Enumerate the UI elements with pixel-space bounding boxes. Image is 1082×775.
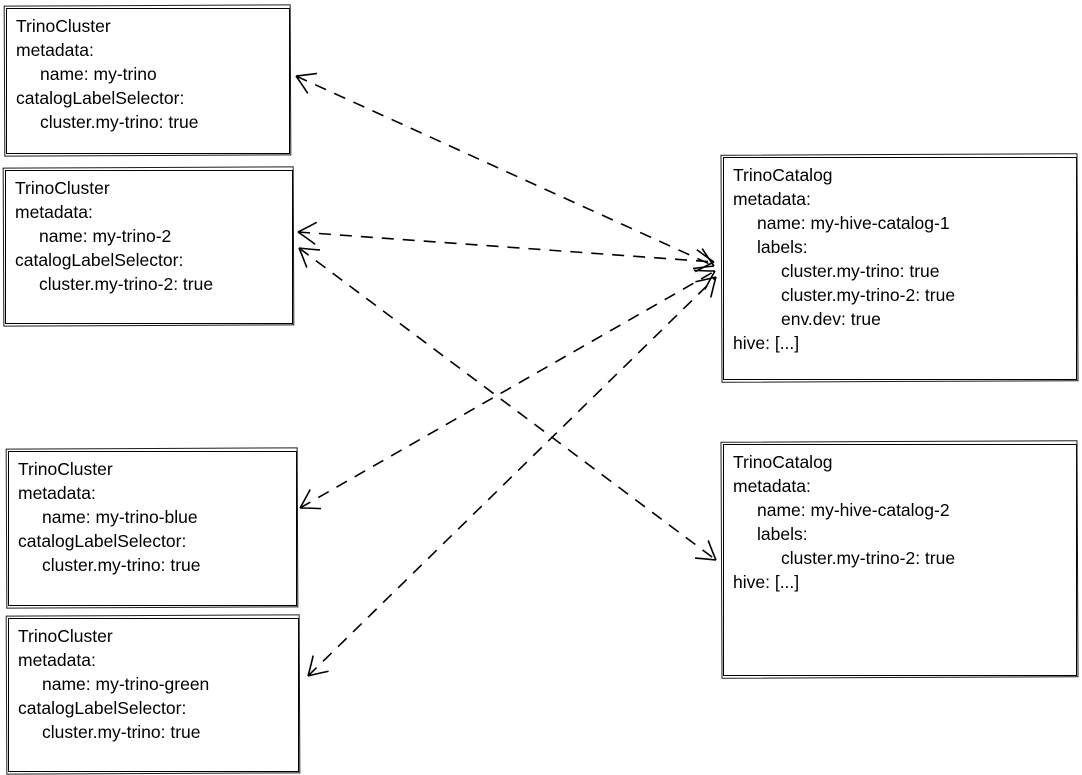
trinocluster-my-trino-blue-node: TrinoCluster metadata: name: my-trino-bl… (8, 451, 297, 606)
node-line: metadata: (15, 202, 93, 222)
node-kind-label: TrinoCluster (18, 459, 113, 479)
edge-my-trino-blue-to-catalog-1 (299, 269, 716, 510)
node-line: cluster.my-trino-2: true (39, 274, 214, 294)
node-line: name: my-trino-2 (39, 226, 172, 246)
node-line: catalogLabelSelector: (18, 531, 187, 551)
node-line: catalogLabelSelector: (15, 250, 184, 270)
node-line: metadata: (16, 40, 94, 60)
node-kind-label: TrinoCatalog (733, 165, 833, 185)
node-line: metadata: (733, 189, 811, 209)
node-line: cluster.my-trino: true (42, 555, 201, 575)
node-line: metadata: (733, 476, 811, 496)
node-line: cluster.my-trino-2: true (781, 285, 956, 305)
trinocluster-my-trino-node: TrinoCluster metadata: name: my-trino ca… (6, 8, 290, 154)
node-line: metadata: (18, 650, 96, 670)
edge-my-trino-to-catalog-1 (295, 72, 715, 270)
trinocatalog-my-hive-catalog-1-node: TrinoCatalog metadata: name: my-hive-cat… (723, 157, 1077, 380)
node-line: name: my-trino (40, 64, 157, 84)
node-kind-label: TrinoCluster (18, 626, 113, 646)
node-line: cluster.my-trino: true (781, 261, 940, 281)
trinocatalog-my-hive-catalog-2-node: TrinoCatalog metadata: name: my-hive-cat… (723, 444, 1077, 676)
edge-my-trino-2-to-catalog-1 (297, 221, 715, 273)
node-line: hive: [...] (733, 333, 800, 353)
edge-my-trino-2-to-catalog-2 (298, 247, 717, 561)
node-line: metadata: (18, 483, 96, 503)
node-line: catalogLabelSelector: (18, 698, 187, 718)
node-kind-label: TrinoCluster (16, 16, 111, 36)
node-line: cluster.my-trino: true (40, 112, 199, 132)
trinocluster-my-trino-green-node: TrinoCluster metadata: name: my-trino-gr… (8, 618, 299, 772)
node-line: hive: [...] (733, 572, 800, 592)
node-line: labels: (757, 237, 808, 257)
node-line: name: my-hive-catalog-2 (757, 500, 950, 520)
edge-my-trino-green-to-catalog-1 (307, 276, 717, 677)
node-line: cluster.my-trino: true (42, 722, 201, 742)
node-kind-label: TrinoCluster (15, 178, 110, 198)
trinocluster-my-trino-2-node: TrinoCluster metadata: name: my-trino-2 … (5, 170, 293, 324)
node-line: env.dev: true (781, 309, 881, 329)
node-line: name: my-trino-blue (42, 507, 198, 527)
node-line: labels: (757, 524, 808, 544)
node-line: catalogLabelSelector: (16, 88, 185, 108)
node-line: cluster.my-trino-2: true (781, 548, 956, 568)
node-line: name: my-trino-green (42, 674, 210, 694)
node-line: name: my-hive-catalog-1 (757, 213, 950, 233)
node-kind-label: TrinoCatalog (733, 452, 833, 472)
